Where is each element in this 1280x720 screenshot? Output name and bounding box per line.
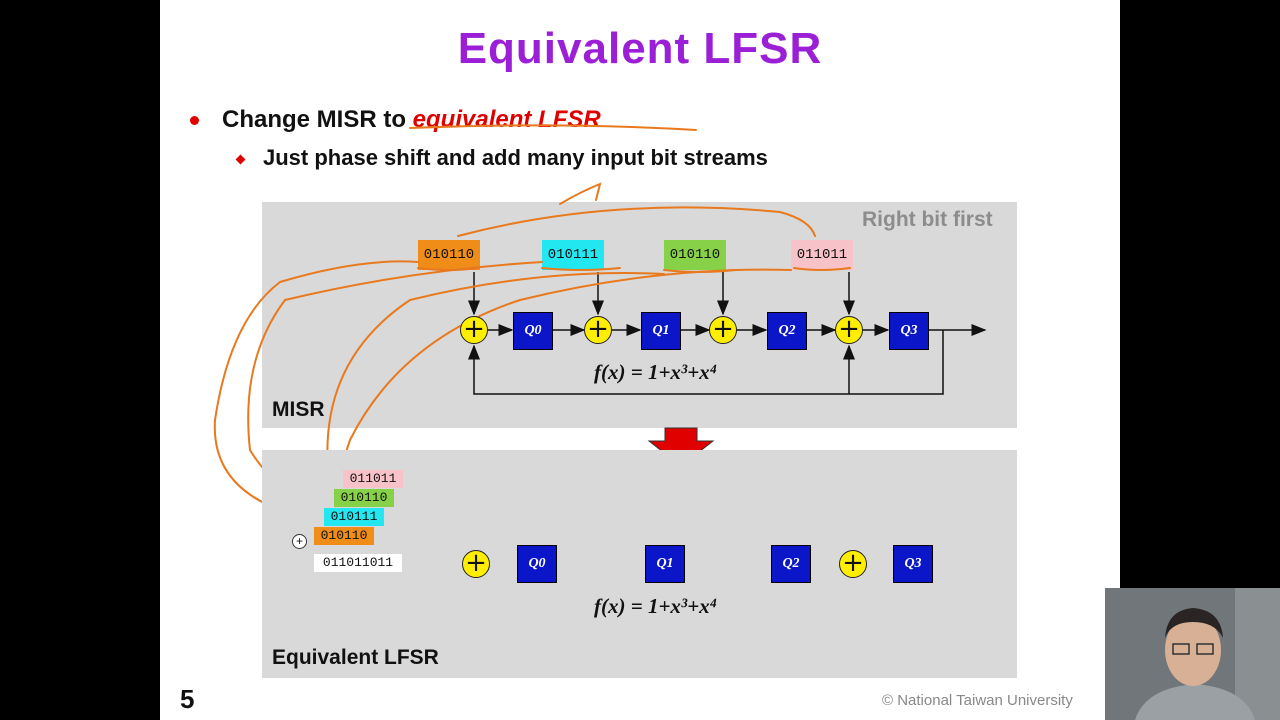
lfsr-label: Equivalent LFSR (272, 646, 439, 669)
xor-gate-icon: + (584, 316, 612, 344)
bullet-1-highlight: equivalent LFSR (412, 106, 601, 133)
stream-1: 010110 (418, 240, 480, 270)
stacked-stream-1: 011011 (343, 470, 403, 488)
slide: Equivalent LFSR Change MISR to equivalen… (160, 0, 1120, 720)
lfsr-register-q0: Q0 (517, 545, 557, 583)
stacked-stream-4: 010110 (314, 527, 374, 545)
xor-gate-icon: + (839, 550, 867, 578)
stacked-stream-3: 010111 (324, 508, 384, 526)
stacked-stream-2: 010110 (334, 489, 394, 507)
xor-gate-icon: + (835, 316, 863, 344)
order-note: Right bit first (862, 208, 993, 231)
sum-plus-icon: + (292, 534, 307, 549)
register-q3: Q3 (889, 312, 929, 350)
register-q1: Q1 (641, 312, 681, 350)
xor-gate-icon: + (462, 550, 490, 578)
lfsr-register-q2: Q2 (771, 545, 811, 583)
webcam-overlay (1105, 588, 1280, 720)
stream-2: 010111 (542, 240, 604, 270)
sum-stream: 011011011 (314, 554, 402, 572)
lfsr-polynomial: f(x) = 1+x³+x⁴ (594, 594, 717, 618)
misr-label: MISR (272, 398, 325, 421)
lfsr-register-q1: Q1 (645, 545, 685, 583)
copyright: © National Taiwan University (882, 692, 1073, 709)
page-number: 5 (180, 684, 195, 714)
lfsr-register-q3: Q3 (893, 545, 933, 583)
stream-4: 011011 (791, 240, 853, 270)
bullet-dot-icon (190, 116, 199, 125)
slide-title: Equivalent LFSR (457, 24, 823, 73)
bullet-1: Change MISR to equivalent LFSR (222, 106, 601, 134)
xor-gate-icon: + (709, 316, 737, 344)
bullet-2: Just phase shift and add many input bit … (263, 145, 768, 170)
misr-polynomial: f(x) = 1+x³+x⁴ (594, 360, 717, 384)
xor-gate-icon: + (460, 316, 488, 344)
stream-3: 010110 (664, 240, 726, 270)
register-q0: Q0 (513, 312, 553, 350)
bullet-1-text: Change MISR to (222, 106, 413, 133)
register-q2: Q2 (767, 312, 807, 350)
presenter-image (1105, 588, 1280, 720)
